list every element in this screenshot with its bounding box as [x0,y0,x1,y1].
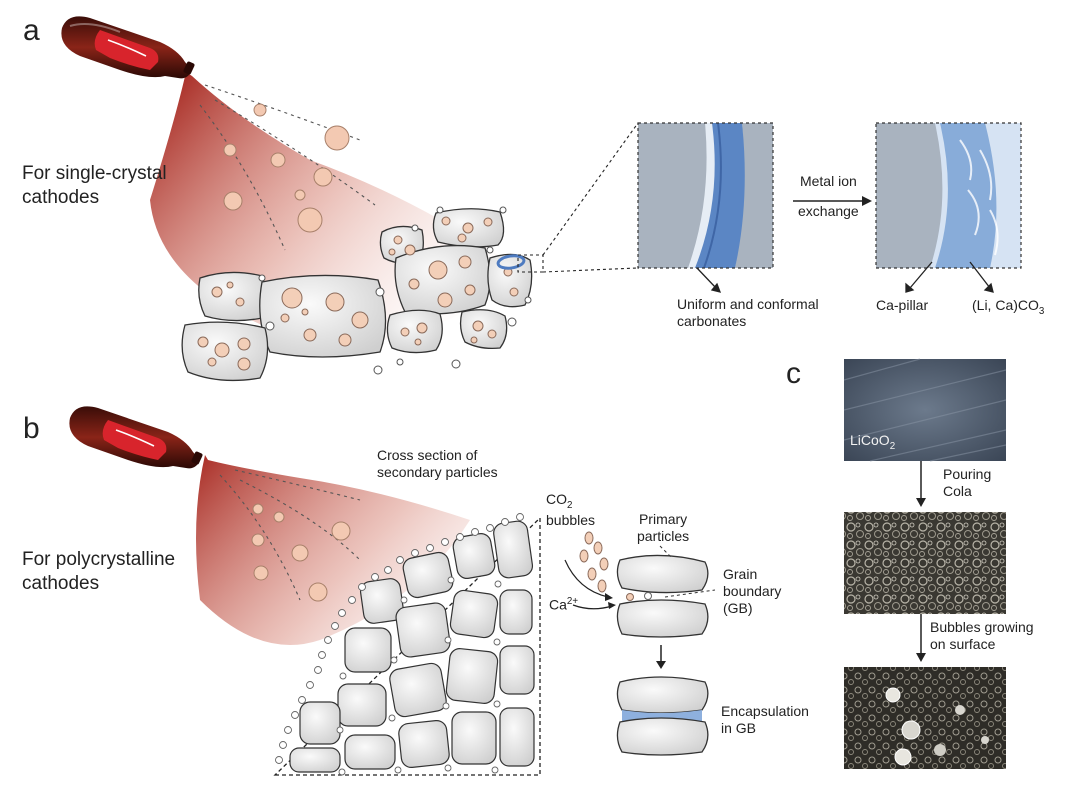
co2-line2: bubbles [546,511,596,528]
grain-line2: boundary [723,583,782,600]
pouring-line1: Pouring [943,466,992,482]
encapsulation-label: Encapsulation in GB [721,703,809,737]
licoo2-main: LiCoO [850,432,890,448]
micrograph-bubbles [844,667,1006,769]
metal-exchange-label: Metal ion exchange [798,173,859,220]
encap-line1: Encapsulation [721,703,809,719]
gb-bubbles-b [275,513,524,776]
co2-main: CO [546,491,567,507]
grain-line1: Grain [723,566,758,582]
encapsulation-arrow [656,645,666,669]
li-ca-carbonate-label: (Li, Ca)CO3 [972,297,1044,318]
micrograph-cola [844,512,1006,614]
pouring-cola-label: Pouring Cola [943,466,991,500]
bubbles-line1: Bubbles growing [930,619,1034,635]
cola-bottle-a-icon [61,16,195,79]
pointer-arrows-a [696,261,994,293]
metal-exchange-arrow [793,196,872,206]
panel-b-title-line1: For polycrystalline [22,549,176,570]
zoom-lines [517,122,639,273]
micrograph-licoo2 [843,358,1007,462]
primary-line1: Primary [638,511,688,527]
uniform-line1: Uniform and conformal [677,296,819,312]
licoo2-label: LiCoO2 [850,432,895,453]
zoom-box-coated [637,122,774,269]
metal-exchange-line2: exchange [798,203,859,220]
metal-exchange-line1: Metal ion [799,173,857,189]
panel-a-spray-bubbles [223,103,350,233]
panel-a-letter: a [23,14,40,47]
uniform-carbonates-label: Uniform and conformal carbonates [677,296,819,330]
panel-b-title: For polycrystalline cathodes [22,548,175,596]
carbonate-main: (Li, Ca)CO [972,297,1039,313]
panel-a-title-line1: For single-crystal [22,163,167,184]
grain-line3: (GB) [723,600,753,617]
licoo2-sub: 2 [889,440,896,452]
uniform-line2: carbonates [677,313,747,330]
cola-bottle-b-icon [69,406,203,469]
cross-section-triangle [273,516,541,776]
panel-a-loose-bubbles [258,206,532,375]
panel-a-title-line2: cathodes [22,186,100,208]
primary-pair-encapsulated [616,676,709,756]
panel-c-letter: c [786,357,801,390]
ion-arrowheads [605,593,616,609]
ca-main: Ca [549,596,567,613]
carbonate-sub: 3 [1038,305,1045,317]
cross-section-label: Cross section of secondary particles [377,447,498,481]
panel-a-particle-bubbles [197,216,519,371]
ion-arrows [564,559,613,610]
encap-line2: in GB [721,720,757,737]
ca-pillar-label: Ca-pillar [876,297,929,313]
bubbles-growing-label: Bubbles growing on surface [930,619,1034,653]
co2-line1: CO2 [546,491,595,512]
co2-bubbles [579,531,609,593]
primary-pair-top [616,545,716,638]
primary-line2: particles [637,528,690,545]
ca-ion-label: Ca2+ [549,596,578,614]
co2-sub: 2 [567,499,573,511]
bubbles-line2: on surface [930,636,996,653]
coating-highlight-ring [496,254,526,270]
primary-particles-label: Primary particles [637,511,689,545]
panel-b-spray [196,455,470,645]
cross-line1: Cross section of [377,447,478,463]
ca-sup: 2+ [566,596,579,607]
primary-particles-grid [289,520,535,773]
co2-bubbles-label: CO2 bubbles [546,491,595,529]
step-arrow-2 [916,614,926,662]
cross-line2: secondary particles [377,464,498,481]
pouring-line2: Cola [943,483,972,500]
grain-boundary-label: Grain boundary (GB) [723,566,781,617]
step-arrow-1 [916,461,926,507]
panel-b-letter: b [23,412,40,445]
panel-b-spray-bubbles [251,503,351,602]
panel-b-title-line2: cathodes [22,572,100,594]
zoom-box-exchanged [875,122,1022,269]
panel-a-title: For single-crystal cathodes [22,162,167,210]
